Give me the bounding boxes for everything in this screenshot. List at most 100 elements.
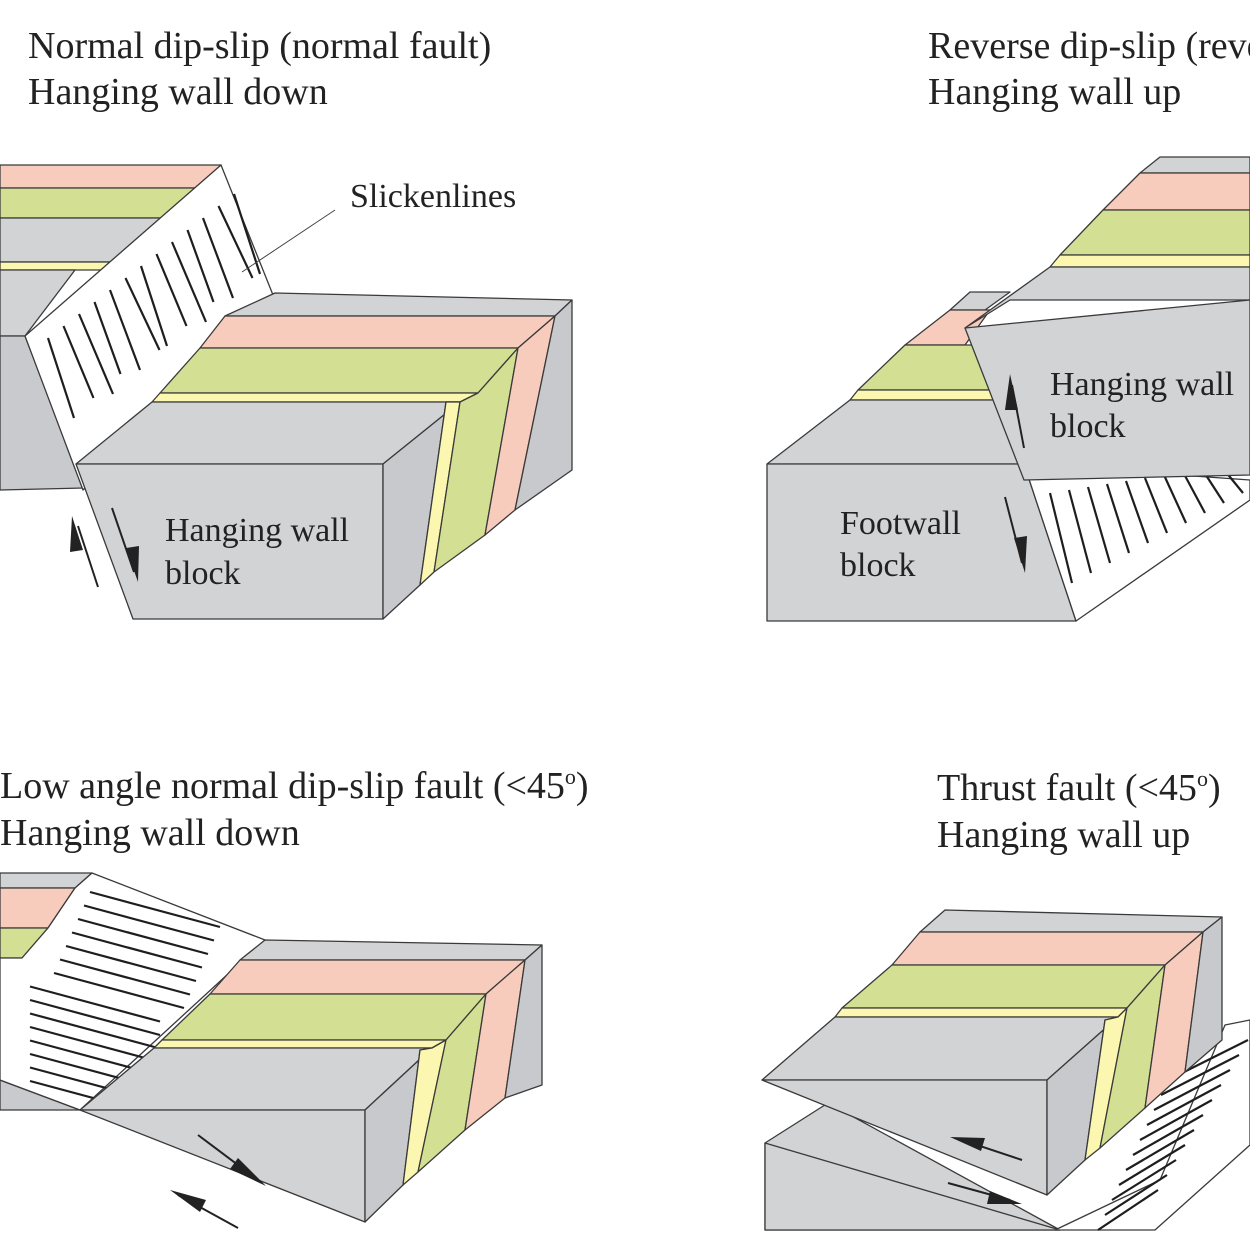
thrust-title-close: )	[1208, 767, 1221, 809]
slickenline	[124, 277, 161, 351]
motion-arrows	[1004, 374, 1027, 573]
motion-arrows	[947, 1137, 1023, 1204]
normal-title-line1: Normal dip-slip (normal fault)	[28, 25, 491, 67]
hw-top-grey-front	[964, 266, 1250, 329]
slickenline	[29, 1025, 161, 1064]
slickenline	[108, 289, 142, 371]
fw-top-grey-front	[766, 399, 1025, 465]
normal-title-line2: Hanging wall down	[28, 71, 328, 113]
hw-top-green	[159, 347, 519, 394]
slickenline	[89, 890, 221, 929]
fw-top-grey-back	[949, 291, 1011, 311]
slickenline	[1048, 492, 1074, 584]
hw-top-grey-back	[919, 909, 1223, 933]
footwall-label-line1: Footwall	[840, 505, 961, 542]
slickenline	[217, 205, 254, 279]
slickenline	[59, 958, 191, 996]
slickenline	[1132, 1114, 1204, 1156]
arrow-footwall-down-head	[987, 1191, 1022, 1204]
hanging-wall-block	[964, 156, 1250, 481]
hw-top-pink	[199, 315, 556, 349]
panel-low-angle-normal-fault: Low angle normal dip-slip fault (<45o) H…	[0, 764, 589, 1229]
slickenlines-label: Slickenlines	[350, 178, 516, 215]
fw-front-face	[764, 1142, 1061, 1231]
motion-arrows	[70, 507, 139, 588]
slickenline	[62, 325, 95, 399]
slickenline	[232, 193, 262, 275]
hw-top-green	[1059, 209, 1250, 256]
slickenline	[1118, 1144, 1186, 1186]
hw-top-yellow	[1049, 254, 1250, 268]
hw-top-yellow	[834, 1007, 1128, 1018]
footwall-block	[766, 291, 1077, 622]
arrow-footwall-up-head	[170, 1190, 206, 1212]
low-angle-title-line2: Hanging wall down	[0, 812, 300, 854]
slickenline	[1104, 1174, 1168, 1216]
slickenline	[170, 241, 208, 323]
slickenline	[1139, 1099, 1213, 1141]
hanging-wall-block	[79, 939, 543, 1223]
hanging-wall-label-line1: Hanging wall	[1050, 366, 1234, 403]
slickenline	[1146, 1084, 1222, 1126]
slickenline	[83, 904, 215, 942]
slickenline	[186, 229, 215, 303]
slickenline	[1143, 477, 1169, 534]
slickenlines	[46, 193, 262, 419]
motion-arrows	[170, 1134, 266, 1229]
slickenlines-leader-line	[241, 209, 336, 273]
slickenline	[1097, 1189, 1159, 1231]
slickenline	[1160, 1054, 1240, 1096]
slickenline	[139, 265, 169, 347]
low-angle-title-line1: Low angle normal dip-slip fault (<45o)	[0, 764, 589, 807]
footwall-label-line2: block	[840, 547, 916, 584]
arrow-footwall-up-head	[70, 516, 83, 552]
arrow-hangingwall-down	[111, 507, 135, 573]
slickenline	[1086, 486, 1112, 564]
slickenline	[1105, 483, 1131, 554]
slickenline	[71, 931, 203, 969]
slickenline	[201, 217, 235, 299]
fw-top-green	[857, 344, 991, 391]
low-angle-title-text: Low angle normal dip-slip fault (<45	[0, 765, 565, 807]
hw-side-grey-back	[1184, 916, 1223, 1073]
hw-side-grey-back	[504, 944, 543, 1099]
hanging-wall-block	[75, 292, 573, 620]
reverse-title-line2: Hanging wall up	[928, 71, 1181, 113]
arrow-footwall-down-head	[1014, 536, 1027, 573]
hanging-wall-label-line2: block	[165, 555, 241, 592]
degree-superscript: o	[1197, 766, 1208, 791]
hw-top-grey-back	[239, 939, 543, 961]
reverse-title-line1: Reverse dip-slip (reverse fault)	[928, 25, 1250, 67]
hw-top-pink	[209, 959, 526, 995]
panel-normal-fault: Slickenlines Normal dip-slip (normal fau…	[0, 25, 573, 620]
slickenlines	[1048, 465, 1244, 584]
arrow-hangingwall-up-head	[1005, 374, 1018, 410]
slickenline	[46, 337, 76, 419]
slickenline	[1111, 1159, 1177, 1201]
slickenline	[1125, 1129, 1195, 1171]
hw-top-yellow	[153, 1039, 447, 1049]
hw-top-green	[841, 964, 1166, 1009]
slickenline	[93, 301, 122, 375]
hw-top-pink	[891, 931, 1204, 966]
slickenline	[155, 253, 188, 327]
arrow-hangingwall-down-head	[126, 546, 139, 582]
hanging-wall-block	[761, 909, 1223, 1196]
thrust-title-line1: Thrust fault (<45o)	[937, 766, 1221, 809]
footwall-block	[764, 1102, 1061, 1231]
slickenline	[29, 1012, 161, 1050]
panel-reverse-fault: Reverse dip-slip (reverse fault) Hanging…	[766, 25, 1250, 622]
slickenline	[1182, 471, 1206, 514]
slickenline	[1124, 480, 1150, 544]
footwall-top-pink	[0, 164, 222, 189]
degree-superscript: o	[565, 764, 576, 789]
hw-side-grey-back	[514, 299, 573, 511]
slickenline	[77, 917, 209, 956]
fw-top-yellow	[849, 389, 995, 401]
arrow-hangingwall-down-head	[230, 1158, 266, 1186]
hw-top-green	[161, 993, 487, 1041]
slickenline	[29, 998, 161, 1037]
hw-top-pink	[1102, 172, 1250, 211]
slickenline	[1153, 1069, 1231, 1111]
